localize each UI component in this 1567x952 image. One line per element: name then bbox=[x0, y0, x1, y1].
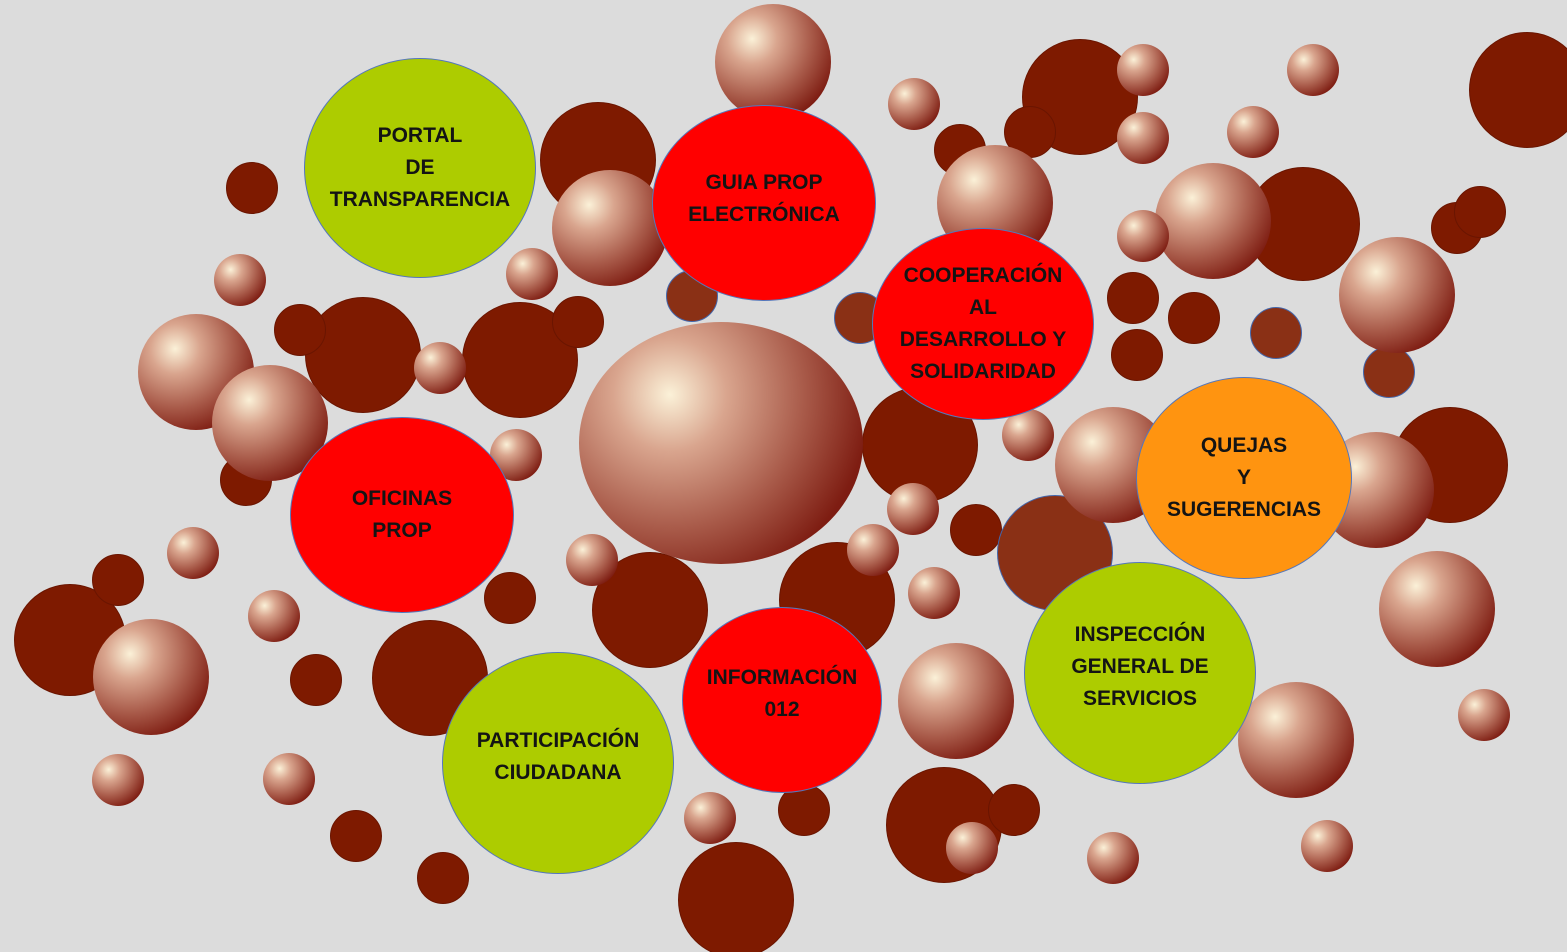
sphere-bubble bbox=[1287, 44, 1339, 96]
solid-bubble bbox=[417, 852, 469, 904]
sphere-bubble bbox=[414, 342, 466, 394]
node-label: PARTICIPACIÓN CIUDADANA bbox=[476, 729, 640, 784]
node-label: QUEJAS Y SUGERENCIAS bbox=[1166, 434, 1322, 521]
solid-bubble bbox=[92, 554, 144, 606]
sphere-bubble bbox=[566, 534, 618, 586]
sphere-bubble bbox=[93, 619, 209, 735]
sphere-bubble bbox=[579, 322, 863, 564]
sphere-bubble bbox=[1379, 551, 1495, 667]
node-label: COOPERACIÓN AL DESARROLLO Y SOLIDARIDAD bbox=[899, 264, 1067, 383]
node-informacion-012: INFORMACIÓN 012 bbox=[682, 607, 882, 793]
sphere-bubble bbox=[1087, 832, 1139, 884]
node-portal-transparencia: PORTAL DE TRANSPARENCIA bbox=[304, 58, 536, 278]
sphere-bubble bbox=[1238, 682, 1354, 798]
node-cooperacion: COOPERACIÓN AL DESARROLLO Y SOLIDARIDAD bbox=[872, 228, 1094, 420]
sphere-bubble bbox=[908, 567, 960, 619]
solid-bubble bbox=[330, 810, 382, 862]
sphere-bubble bbox=[248, 590, 300, 642]
sphere-bubble bbox=[92, 754, 144, 806]
sphere-bubble bbox=[167, 527, 219, 579]
solid-bubble bbox=[1107, 272, 1159, 324]
sphere-bubble bbox=[552, 170, 668, 286]
node-guia-prop: GUIA PROP ELECTRÓNICA bbox=[652, 105, 876, 301]
solid-bubble bbox=[484, 572, 536, 624]
sphere-bubble bbox=[684, 792, 736, 844]
solid-bubble bbox=[678, 842, 794, 952]
solid-bubble bbox=[274, 304, 326, 356]
solid-bubble bbox=[1469, 32, 1567, 148]
node-quejas: QUEJAS Y SUGERENCIAS bbox=[1136, 377, 1352, 579]
node-label: GUIA PROP ELECTRÓNICA bbox=[688, 171, 840, 226]
sphere-bubble bbox=[1155, 163, 1271, 279]
sphere-bubble bbox=[1458, 689, 1510, 741]
node-oficinas-prop: OFICINAS PROP bbox=[290, 417, 514, 613]
sphere-bubble bbox=[1117, 44, 1169, 96]
solid-bubble bbox=[1363, 346, 1415, 398]
solid-bubble bbox=[988, 784, 1040, 836]
node-label: OFICINAS PROP bbox=[351, 487, 453, 542]
solid-bubble bbox=[226, 162, 278, 214]
sphere-bubble bbox=[1339, 237, 1455, 353]
node-participacion: PARTICIPACIÓN CIUDADANA bbox=[442, 652, 674, 874]
solid-bubble bbox=[290, 654, 342, 706]
solid-bubble bbox=[552, 296, 604, 348]
node-label: INFORMACIÓN 012 bbox=[706, 666, 858, 721]
node-inspeccion: INSPECCIÓN GENERAL DE SERVICIOS bbox=[1024, 562, 1256, 784]
sphere-bubble bbox=[1301, 820, 1353, 872]
sphere-bubble bbox=[214, 254, 266, 306]
solid-bubble bbox=[305, 297, 421, 413]
solid-bubble bbox=[950, 504, 1002, 556]
solid-bubble bbox=[1168, 292, 1220, 344]
solid-bubble bbox=[1250, 307, 1302, 359]
solid-bubble bbox=[1454, 186, 1506, 238]
sphere-bubble bbox=[888, 78, 940, 130]
sphere-bubble bbox=[263, 753, 315, 805]
node-label: PORTAL DE TRANSPARENCIA bbox=[329, 124, 511, 211]
sphere-bubble bbox=[898, 643, 1014, 759]
sphere-bubble bbox=[1117, 112, 1169, 164]
node-label: INSPECCIÓN GENERAL DE SERVICIOS bbox=[1071, 623, 1209, 710]
sphere-bubble bbox=[847, 524, 899, 576]
sphere-bubble bbox=[1002, 409, 1054, 461]
sphere-bubble bbox=[715, 4, 831, 120]
sphere-bubble bbox=[946, 822, 998, 874]
sphere-bubble bbox=[506, 248, 558, 300]
sphere-bubble bbox=[1117, 210, 1169, 262]
sphere-bubble bbox=[887, 483, 939, 535]
solid-bubble bbox=[1111, 329, 1163, 381]
sphere-bubble bbox=[1227, 106, 1279, 158]
